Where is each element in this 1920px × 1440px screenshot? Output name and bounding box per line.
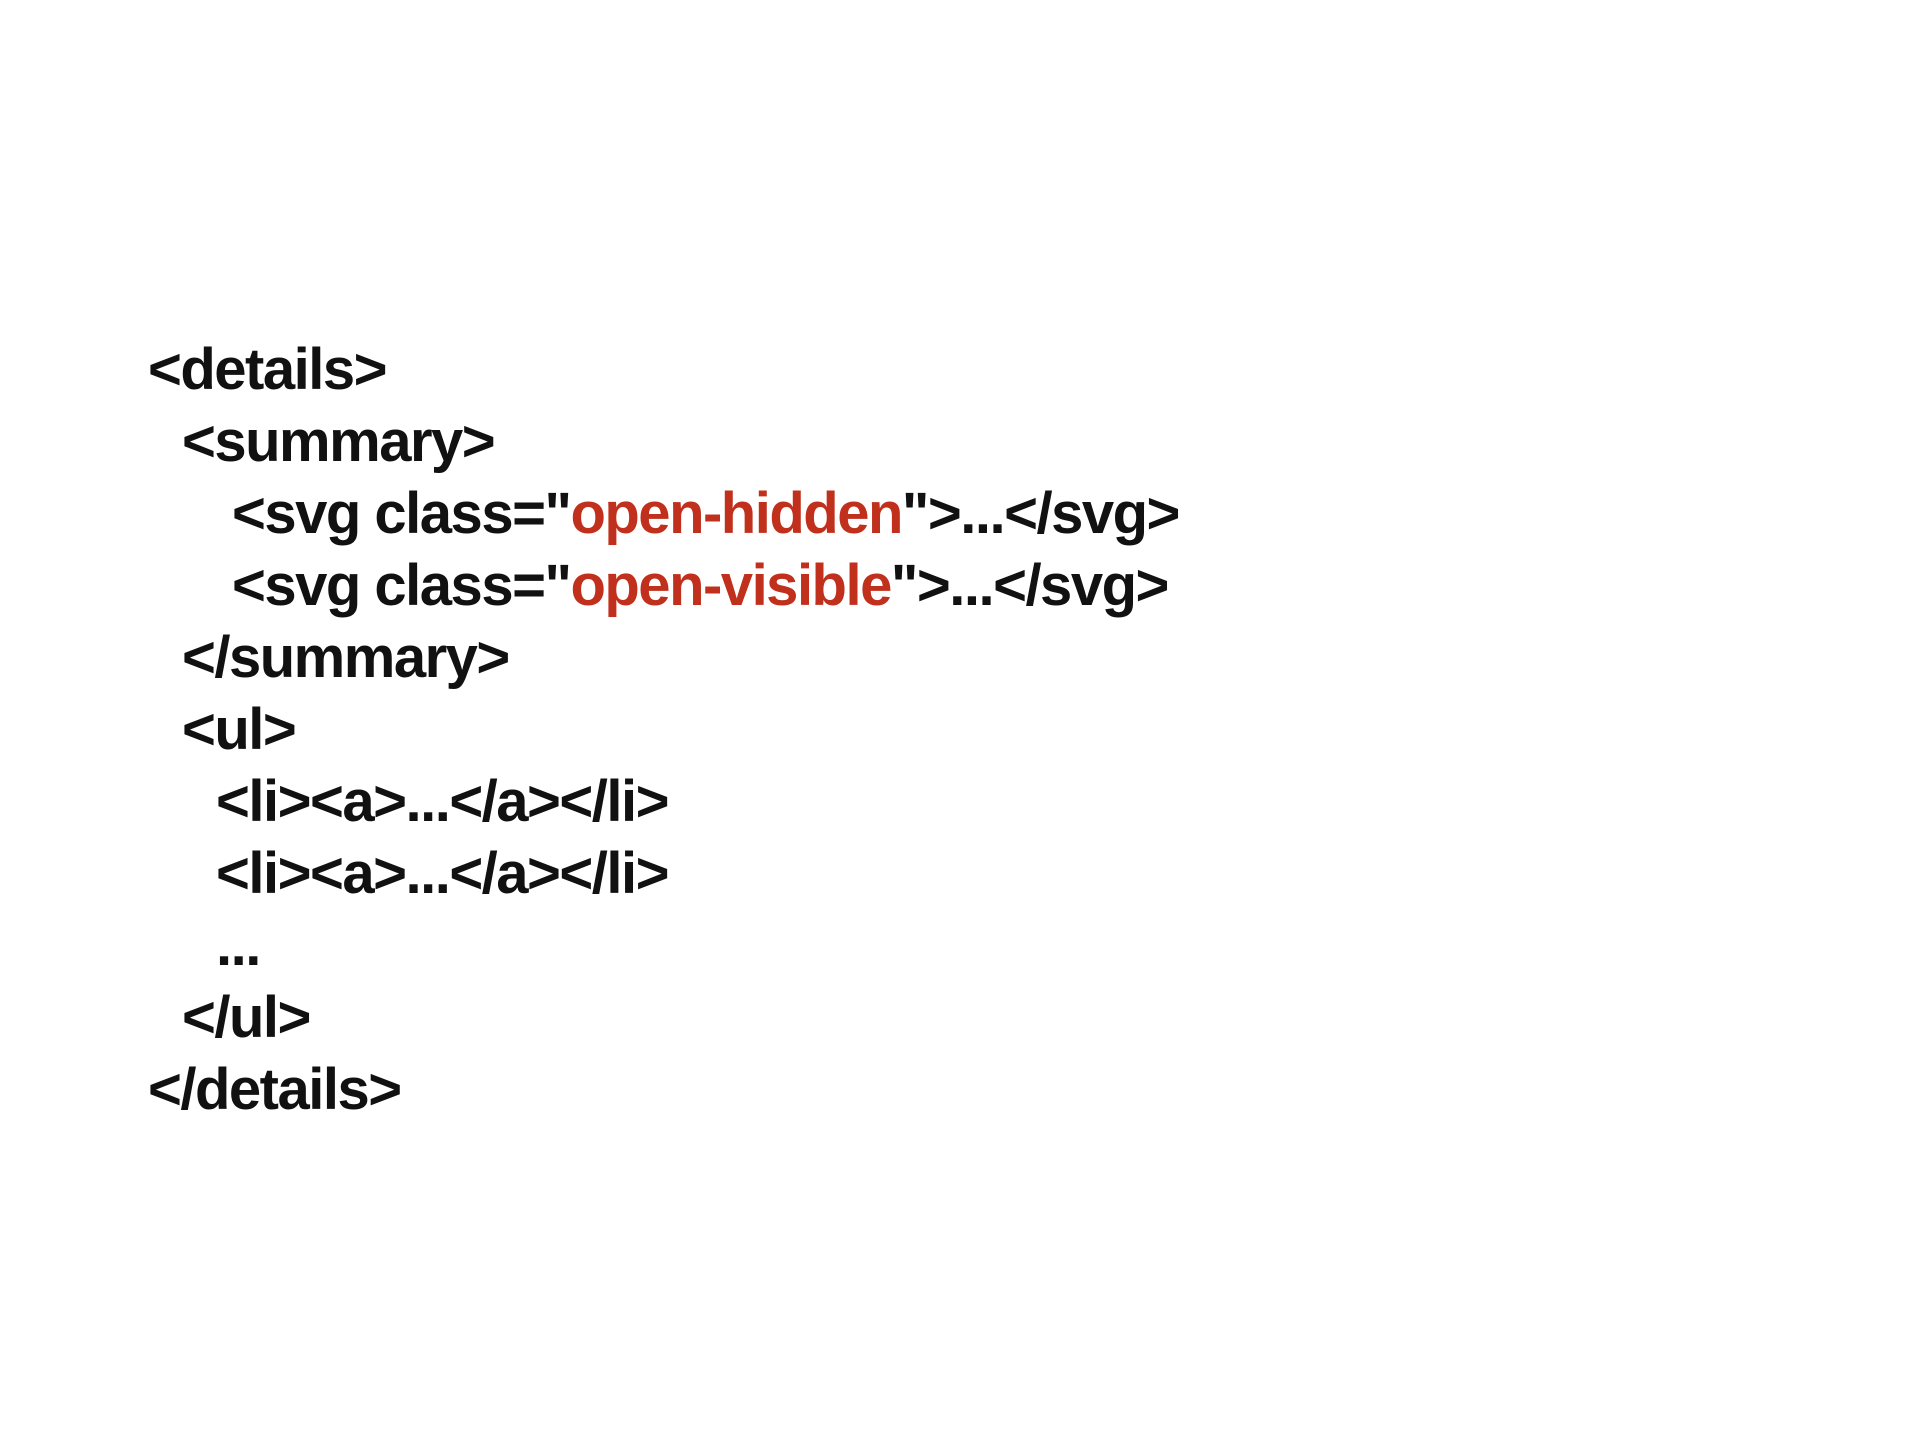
code-text: ">...</svg>	[890, 553, 1170, 618]
code-line-details-open: <details>	[148, 337, 387, 402]
code-line-svg-open-hidden: <svg class="open-hidden">...</svg>	[148, 478, 1181, 550]
code-line-ul-close: </ul>	[182, 985, 311, 1050]
code-line-ul-open: <ul>	[182, 697, 297, 762]
code-line-details-close: </details>	[148, 1057, 402, 1122]
code-text: <svg class="	[232, 553, 572, 618]
code-line-ellipsis: ...	[216, 913, 261, 978]
code-line-li-2: <li><a>...</a></li>	[216, 841, 670, 906]
code-text: <svg class="	[232, 481, 572, 546]
highlighted-class-open-hidden: open-hidden	[570, 481, 903, 546]
code-block: <details> <summary> <svg class="open-hid…	[148, 334, 1181, 1126]
highlighted-class-open-visible: open-visible	[570, 553, 892, 618]
code-line-summary-open: <summary>	[182, 409, 496, 474]
code-text: ">...</svg>	[901, 481, 1181, 546]
code-line-li-1: <li><a>...</a></li>	[216, 769, 670, 834]
code-line-summary-close: </summary>	[182, 625, 510, 690]
code-line-svg-open-visible: <svg class="open-visible">...</svg>	[148, 550, 1179, 622]
